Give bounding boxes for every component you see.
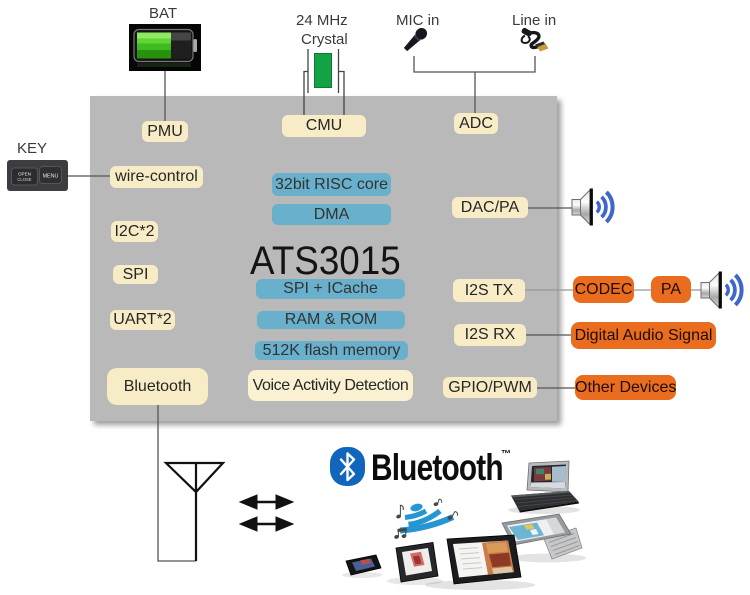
svg-text:OPEN: OPEN [18,172,31,177]
svg-text:MENU: MENU [43,174,59,180]
svg-text:CLOSE: CLOSE [17,177,31,182]
